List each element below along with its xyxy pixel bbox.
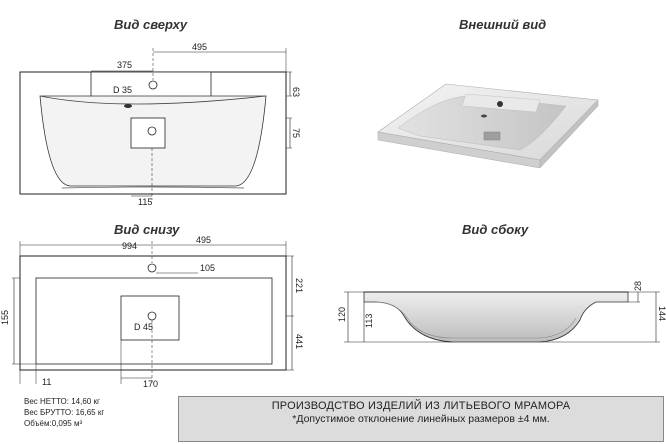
dim-top-495: 495 [192,42,207,52]
dim-top-hole: D 35 [113,85,132,95]
spec-net-weight: Вес НЕТТО: 14,60 кг [24,397,100,406]
dim-bottom-495: 495 [196,235,211,245]
exterior-view-drawing [377,83,599,169]
side-view-drawing: 28 120 113 144 [337,281,666,343]
dim-bottom-170: 170 [143,379,158,389]
dim-bottom-hole: D 45 [134,322,153,332]
heading-side-view: Вид сбоку [462,222,529,237]
dim-side-120: 120 [337,307,347,322]
dim-top-375: 375 [117,60,132,70]
dim-side-113: 113 [364,314,374,328]
top-view-drawing: 495 375 63 D 35 75 115 [19,42,301,207]
production-title: ПРОИЗВОДСТВО ИЗДЕЛИЙ ИЗ ЛИТЬЕВОГО МРАМОР… [271,400,571,412]
spec-volume: Объём:0,095 м³ [24,419,83,428]
spec-gross-weight: Вес БРУТТО: 16,65 кг [24,408,105,417]
top-drain-plate [130,117,166,149]
heading-bottom-view: Вид снизу [114,222,180,237]
exterior-drain [483,131,501,141]
heading-top-view: Вид сверху [114,17,188,32]
dim-side-144: 144 [657,306,666,321]
dim-bottom-155: 155 [0,310,10,325]
dim-bottom-11: 11 [42,377,51,387]
dim-top-75: 75 [291,128,301,138]
bottom-view-drawing: 994 495 105 221 155 D 45 441 11 170 [0,235,304,389]
top-faucet-hole [148,80,158,90]
tolerance-note: *Допустимое отклонение линейных размеров… [292,413,550,425]
side-profile [363,291,629,343]
heading-exterior-view: Внешний вид [459,17,547,32]
dim-bottom-105: 105 [200,263,215,273]
dim-top-63: 63 [291,87,301,97]
exterior-faucet-hole [497,101,503,107]
top-overflow [124,104,132,108]
dim-side-28: 28 [633,281,643,291]
dim-bottom-994: 994 [122,241,137,251]
dim-bottom-441: 441 [294,334,304,349]
top-drain-hole [147,126,157,136]
production-banner: ПРОИЗВОДСТВО ИЗДЕЛИЙ ИЗ ЛИТЬЕВОГО МРАМОР… [178,396,664,442]
specs-block: Вес НЕТТО: 14,60 кг Вес БРУТТО: 16,65 кг… [2,396,174,442]
dim-top-115: 115 [138,197,152,207]
bottom-drain-hole [147,311,157,321]
dim-bottom-221: 221 [294,278,304,293]
bottom-faucet-hole [147,263,157,273]
